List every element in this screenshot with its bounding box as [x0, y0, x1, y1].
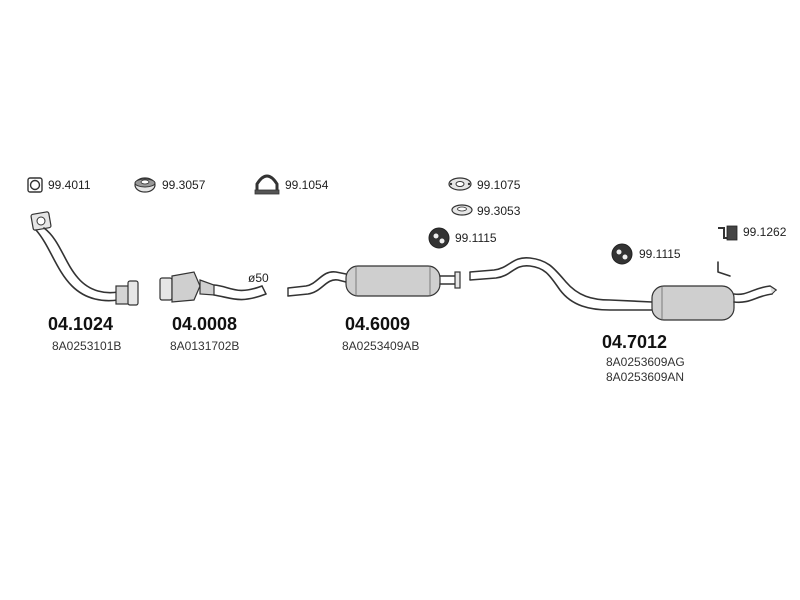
diameter-label: ø50 [248, 271, 269, 285]
part-number: 04.6009 [345, 314, 410, 334]
accessory-code: 99.3053 [477, 204, 521, 218]
rubber-hanger-icon [134, 177, 156, 193]
accessory-code: 99.1262 [743, 225, 787, 239]
accessory-code: 99.1075 [477, 178, 521, 192]
clamp-icon [254, 174, 280, 195]
oem-number: 8A0253409AB [342, 339, 419, 353]
rubber-mount-icon [428, 227, 450, 249]
part-number: 04.7012 [602, 332, 667, 352]
oem-number: 8A0253609AN [606, 370, 684, 384]
oem-number: 8A0131702B [170, 339, 239, 353]
accessory-code: 99.3057 [162, 178, 206, 192]
accessory-code: 99.4011 [48, 178, 91, 192]
part-number: 04.0008 [172, 314, 237, 334]
centre-silencer-drawing [287, 265, 461, 297]
bracket-icon [718, 225, 738, 241]
front-section-drawing [159, 271, 267, 303]
part-number: 04.1024 [48, 314, 113, 334]
oem-number: 8A0253609AG [606, 355, 685, 369]
accessory-code: 99.1115 [455, 231, 497, 245]
accessory-code: 99.1054 [285, 178, 329, 192]
rubber-mount-icon [611, 243, 633, 265]
rear-silencer-drawing [469, 257, 777, 321]
ring-icon [27, 177, 43, 193]
oem-number: 8A0253101B [52, 339, 121, 353]
front-pipe-drawing [30, 211, 139, 306]
accessory-code: 99.1115 [639, 247, 681, 261]
flat-ring-icon [451, 204, 473, 216]
gasket-icon [448, 177, 472, 191]
